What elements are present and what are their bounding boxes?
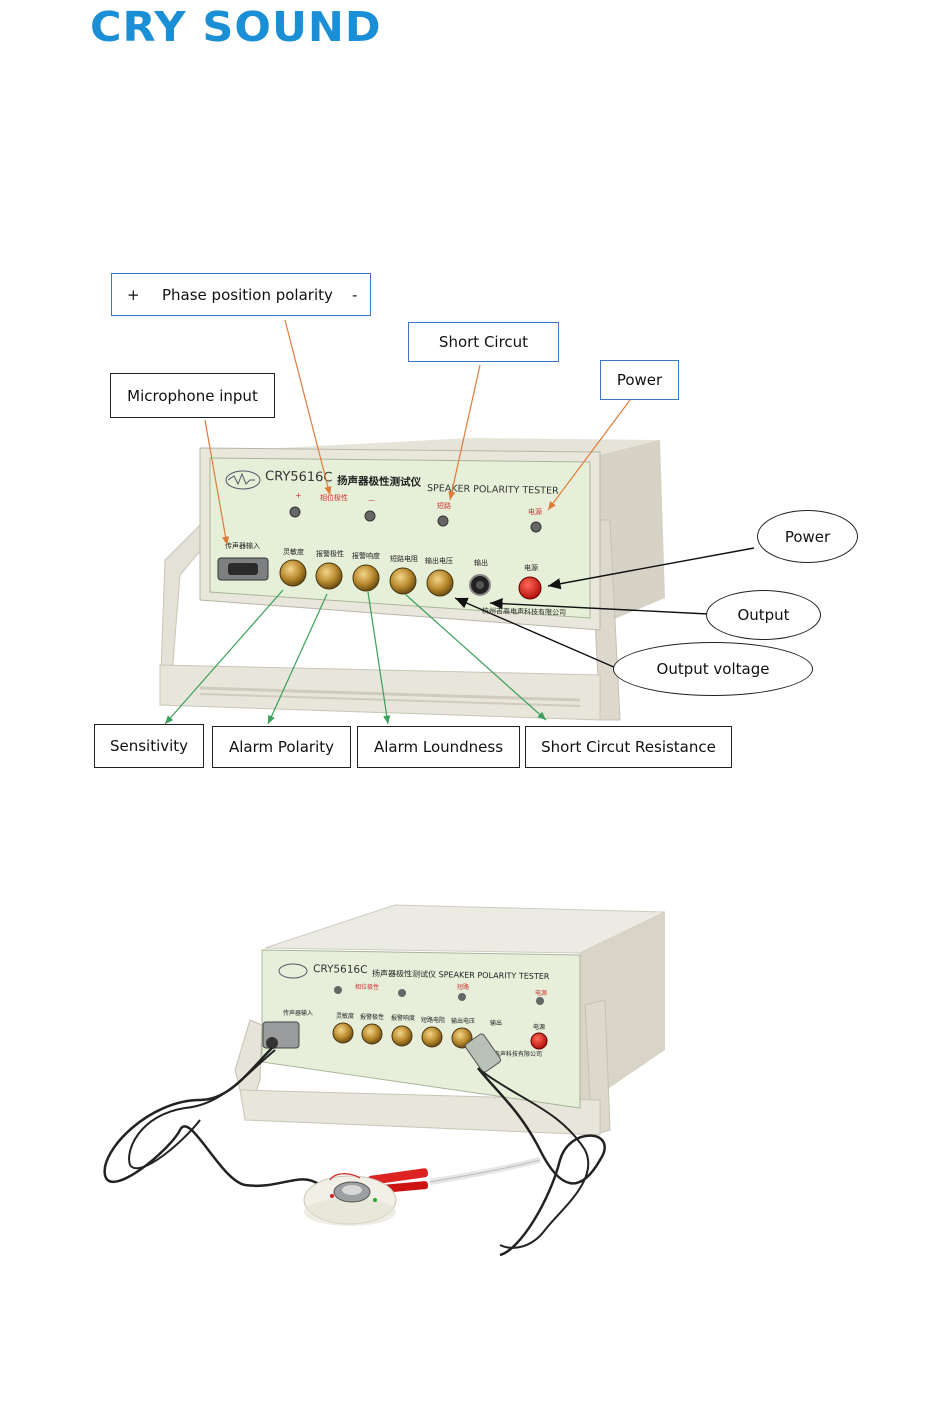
device2-knob-2: 报警响度 xyxy=(391,1014,415,1022)
leader-power-oval xyxy=(547,547,755,590)
leader-short-resistance xyxy=(404,593,547,721)
knob-label-3: 短路电阻 xyxy=(390,554,418,563)
led-short xyxy=(437,515,449,527)
device-emblem xyxy=(225,470,261,490)
leader-sensitivity xyxy=(164,589,284,725)
knob-short-resistance xyxy=(389,567,417,595)
callout-output-oval: Output xyxy=(706,590,821,640)
leader-output-voltage-oval xyxy=(454,597,617,669)
callout-phase-minus: - xyxy=(352,285,358,304)
device2-phase-cn: 相位极性 xyxy=(355,983,379,991)
cable-left xyxy=(103,1047,321,1188)
callout-microphone-input-label: Microphone input xyxy=(127,386,258,405)
device2-db9-plug xyxy=(262,1021,300,1049)
device2-knob-3: 短路电阻 xyxy=(421,1016,445,1024)
power-button xyxy=(518,576,542,600)
device2-knob-0: 灵敏度 xyxy=(336,1012,354,1020)
short-label-cn: 短路 xyxy=(437,501,451,510)
knob-label-4: 输出电压 xyxy=(425,556,453,565)
red-clip xyxy=(368,1168,429,1185)
device-title-en: SPEAKER POLARITY TESTER xyxy=(427,483,559,497)
device2-short-cn: 短路 xyxy=(457,983,469,991)
callout-output-oval-label: Output xyxy=(737,606,790,624)
leader-alarm-loudness xyxy=(367,591,391,725)
output-label-cn: 输出 xyxy=(474,558,488,567)
callout-output-voltage-oval: Output voltage xyxy=(613,642,813,696)
handle2-bar xyxy=(239,1089,601,1136)
red-clip-2 xyxy=(379,1181,429,1193)
callout-alarm-loudness: Alarm Loundness xyxy=(357,726,520,768)
callout-phase-polarity: + Phase position polarity - xyxy=(111,273,371,316)
device2-power-btn-cn: 电源 xyxy=(533,1023,545,1031)
leader-mic xyxy=(204,419,230,546)
leader-output-oval xyxy=(489,598,709,615)
callout-alarm-polarity-label: Alarm Polarity xyxy=(228,738,335,756)
plus-label: + xyxy=(295,491,302,500)
case2-top xyxy=(264,904,666,954)
callout-power-top-label: Power xyxy=(616,371,663,389)
device2-output-cn: 输出 xyxy=(490,1019,502,1027)
callout-alarm-polarity: Alarm Polarity xyxy=(212,726,351,768)
knob-alarm-loudness xyxy=(352,564,380,592)
knob-sensitivity xyxy=(279,559,307,587)
handle2-right xyxy=(584,999,611,1136)
callout-short-circuit-resistance-label: Short Circut Resistance xyxy=(541,738,716,756)
callout-microphone-input: Microphone input xyxy=(110,373,275,418)
crysound-logo: CRY SOUND xyxy=(90,4,382,52)
callout-short-circuit-label: Short Circut xyxy=(438,333,529,351)
led-minus xyxy=(364,510,376,522)
led-power xyxy=(530,521,542,533)
callout-short-circuit-resistance: Short Circut Resistance xyxy=(525,726,732,768)
callout-phase-label: Phase position polarity xyxy=(162,285,333,304)
maker-cn: 杭州吉高电声科技有限公司 xyxy=(482,606,566,617)
cable-white xyxy=(429,1157,541,1185)
callout-power-oval-label: Power xyxy=(784,527,831,546)
device-model: CRY5616C xyxy=(265,469,333,485)
device2-knob-1: 报警极性 xyxy=(360,1013,384,1021)
device2-mic-input-cn: 传声器输入 xyxy=(283,1009,313,1017)
leader-alarm-polarity xyxy=(267,593,328,725)
device2-title: 扬声器极性测试仪 SPEAKER POLARITY TESTER xyxy=(372,968,550,981)
callout-alarm-loudness-label: Alarm Loundness xyxy=(373,738,504,756)
callout-sensitivity: Sensitivity xyxy=(94,724,204,768)
case-side xyxy=(600,440,665,625)
led-plus xyxy=(289,506,301,518)
callout-phase-plus: + xyxy=(127,285,140,304)
device2-maker-cn: 吉高电声科技有限公司 xyxy=(482,1050,542,1058)
cable-right xyxy=(477,1067,606,1257)
knob-alarm-polarity xyxy=(315,562,343,590)
callout-short-circuit: Short Circut xyxy=(408,322,559,362)
case2-side xyxy=(580,912,665,1108)
phase-label-cn: 相位极性 xyxy=(320,493,348,502)
callout-sensitivity-label: Sensitivity xyxy=(109,737,189,755)
front-panel-2 xyxy=(261,949,581,1109)
device2-knob-4: 输出电压 xyxy=(451,1017,475,1025)
device-photo-annotated: CRY5616C 扬声器极性测试仪 SPEAKER POLARITY TESTE… xyxy=(159,319,755,725)
speaker-fixture xyxy=(303,1175,397,1225)
device2-power-cn: 电源 xyxy=(535,989,547,997)
device-title-cn: 扬声器极性测试仪 xyxy=(337,474,422,489)
device2-output-plug xyxy=(464,1033,502,1073)
leader-power-top xyxy=(547,399,631,511)
mic-input-cn: 传声器输入 xyxy=(225,541,260,550)
power-btn-label-cn: 电源 xyxy=(524,563,538,572)
handle2-left xyxy=(234,1019,263,1111)
callout-power-oval: Power xyxy=(757,510,858,563)
callout-power-top: Power xyxy=(600,360,679,400)
callout-output-voltage-oval-label: Output voltage xyxy=(656,660,770,678)
leader-short xyxy=(448,364,481,501)
device2-model: CRY5616C xyxy=(313,963,368,976)
knob-label-2: 报警响度 xyxy=(352,551,380,560)
knob-output-voltage xyxy=(426,569,454,597)
power-label-cn: 电源 xyxy=(528,507,542,516)
leader-phase xyxy=(284,319,332,496)
minus-label: — xyxy=(368,496,375,504)
knob-label-0: 灵敏度 xyxy=(283,547,304,556)
knob-label-1: 报警极性 xyxy=(316,549,344,558)
speaker-under-test xyxy=(333,1181,371,1203)
